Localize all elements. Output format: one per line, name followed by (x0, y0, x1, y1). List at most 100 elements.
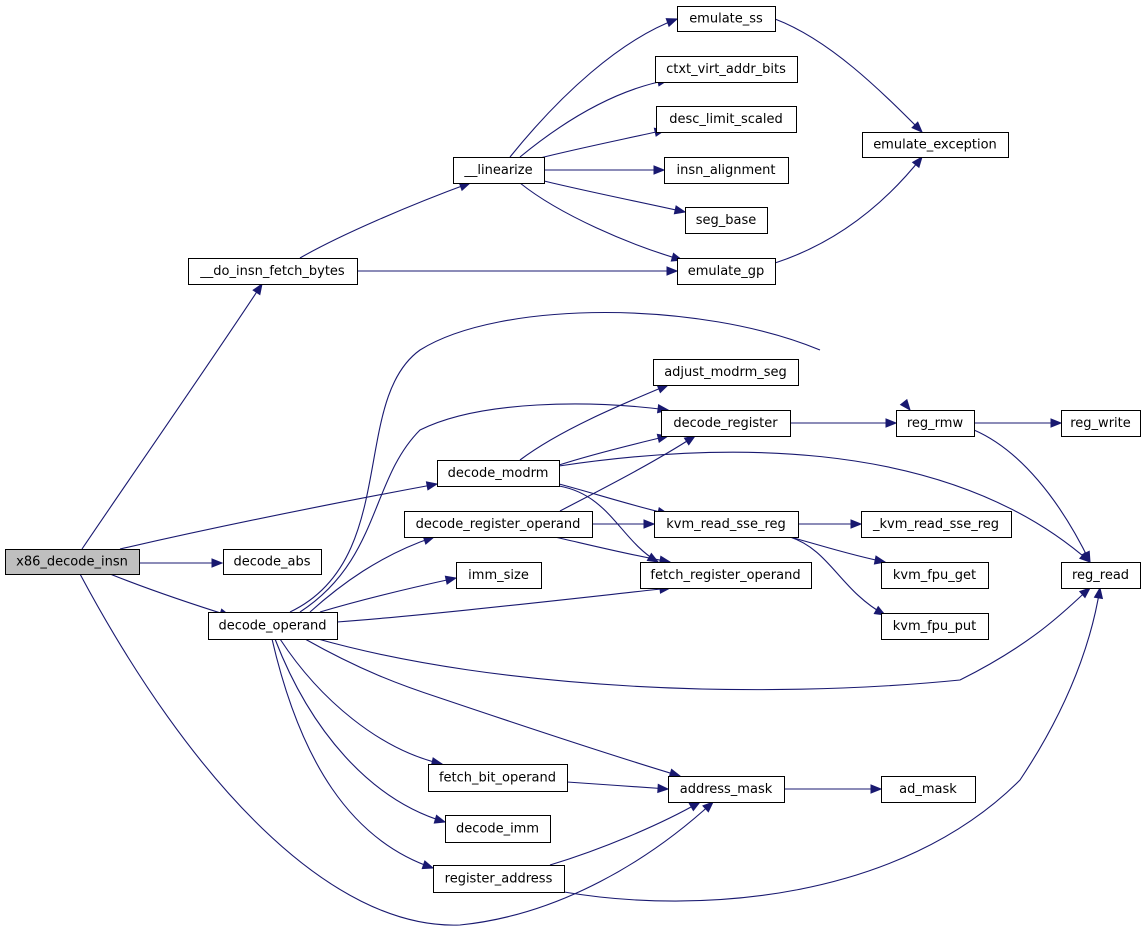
node-do-insn-fetch-bytes[interactable]: __do_insn_fetch_bytes (188, 258, 358, 285)
arrowhead (444, 575, 458, 585)
node-label: x86_decode_insn (16, 555, 128, 570)
edge-reg_rmw-to-reg_write (974, 418, 1063, 428)
edge-decode_operand-to-imm_size (319, 575, 458, 613)
edge-x86_decode_insn-to-decode_modrm (119, 481, 439, 550)
arrowhead (673, 205, 687, 215)
arrowhead (688, 801, 702, 812)
node-emulate-gp[interactable]: emulate_gp (677, 258, 776, 285)
node-emulate-ss[interactable]: emulate_ss (677, 6, 776, 32)
node-label: imm_size (468, 568, 529, 583)
arrowhead (252, 282, 263, 296)
node-label: desc_limit_scaled (669, 112, 783, 127)
node-adjust-modrm-seg[interactable]: adjust_modrm_seg (653, 359, 799, 386)
node-linearize[interactable]: __linearize (453, 157, 545, 184)
node-label: reg_write (1070, 416, 1131, 431)
node-label: insn_alignment (676, 163, 775, 178)
edge-kvm_read_sse_reg-to-kvm_fpu_put (789, 536, 887, 616)
node-x86-decode-insn[interactable]: x86_decode_insn (5, 549, 140, 575)
node-decode-modrm[interactable]: decode_modrm (437, 460, 560, 487)
arrowhead (425, 481, 439, 491)
node-label: fetch_bit_operand (439, 771, 556, 786)
node-reg-rmw[interactable]: reg_rmw (896, 410, 975, 437)
node-desc-limit-scaled[interactable]: desc_limit_scaled (656, 106, 797, 133)
edge-reg_rmw-to-reg_read (973, 429, 1091, 564)
arrowhead (433, 814, 447, 824)
node-kvm-fpu-get[interactable]: kvm_fpu_get (881, 562, 989, 589)
arrowhead (668, 768, 682, 778)
node-reg-read[interactable]: reg_read (1061, 562, 1141, 589)
node-imm-size[interactable]: imm_size (456, 562, 542, 589)
arrowhead (899, 398, 911, 412)
arrowhead (911, 121, 923, 133)
node-label: kvm_fpu_get (893, 568, 976, 583)
node-address-mask[interactable]: address_mask (668, 776, 785, 803)
arrowhead (873, 605, 887, 616)
node-emulate-exception[interactable]: emulate_exception (862, 132, 1009, 158)
edge-__do_insn_fetch_bytes-to-emulate_gp (356, 266, 679, 276)
node-label: decode_register (673, 416, 778, 431)
arrowhead (1078, 587, 1092, 599)
node-reg-write[interactable]: reg_write (1061, 410, 1141, 437)
node-kvm-fpu-put[interactable]: kvm_fpu_put (881, 613, 989, 640)
edge-kvm_read_sse_reg-to-kvm_fpu_get (789, 536, 887, 565)
node-label: reg_rmw (907, 416, 964, 431)
edge-decode_operand-to-reg_rmw (289, 312, 911, 613)
node-seg-base[interactable]: seg_base (685, 207, 768, 234)
edge-decode_operand-to-fetch_bit_operand (279, 638, 444, 767)
node-label: decode_imm (456, 822, 539, 837)
edge-decode_operand-to-fetch_register_operand (336, 584, 672, 623)
node-fetch-register-operand[interactable]: fetch_register_operand (640, 562, 812, 589)
node-insn-alignment[interactable]: insn_alignment (664, 157, 789, 184)
arrowhead (653, 165, 666, 175)
node-label: register_address (445, 872, 553, 887)
node-ad-mask[interactable]: ad_mask (881, 776, 976, 803)
node-label: decode_operand (218, 619, 326, 634)
edge-__linearize-to-emulate_ss (509, 18, 679, 158)
edge-x86_decode_insn-to-decode_operand (109, 573, 232, 618)
node-label: kvm_fpu_put (893, 619, 977, 634)
edge-decode_operand-to-reg_read (317, 587, 1092, 691)
node-label: decode_modrm (448, 466, 549, 481)
edge-address_mask-to-ad_mask (783, 784, 883, 794)
node-decode-operand[interactable]: decode_operand (208, 612, 338, 640)
edge-decode_operand-to-decode_imm (274, 638, 447, 824)
edge-decode_register_operand-to-decode_register (559, 435, 697, 512)
node-register-address[interactable]: register_address (433, 865, 565, 893)
node-label: decode_abs (233, 555, 310, 570)
edge-__linearize-to-seg_base (539, 179, 687, 215)
node-label: kvm_read_sse_reg (666, 517, 786, 532)
edge-__linearize-to-insn_alignment (544, 165, 666, 175)
arrowhead (656, 384, 670, 394)
edge-decode_operand-to-decode_register_operand (309, 535, 436, 613)
node-kvm-read-sse-reg[interactable]: _kvm_read_sse_reg (861, 511, 1012, 538)
edge-register_address-to-reg_read (563, 586, 1104, 902)
node-decode-imm[interactable]: decode_imm (445, 815, 551, 843)
node-label: seg_base (696, 213, 757, 228)
edge-decode_modrm-to-fetch_register_operand (558, 485, 660, 563)
arrowhead (1093, 586, 1104, 600)
arrowhead (1050, 418, 1063, 428)
edge-decode_modrm-to-kvm_read_sse_reg (558, 483, 670, 517)
node-decode-abs[interactable]: decode_abs (223, 549, 322, 575)
node-kvm-read-sse-reg[interactable]: kvm_read_sse_reg (654, 511, 799, 538)
arrowhead (211, 558, 224, 568)
node-label: __linearize (463, 163, 532, 178)
node-label: emulate_gp (688, 264, 765, 279)
node-label: ctxt_virt_addr_bits (666, 62, 786, 77)
edge-decode_modrm-to-adjust_modrm_seg (519, 384, 670, 461)
node-label: decode_register_operand (416, 517, 581, 532)
edge-emulate_ss-to-emulate_exception (774, 18, 923, 133)
edge-x86_decode_insn-to-address_mask (79, 573, 714, 926)
edge-decode_operand-to-address_mask (304, 638, 682, 778)
edge-kvm_read_sse_reg-to-_kvm_read_sse_reg (798, 519, 863, 529)
node-decode-register[interactable]: decode_register (661, 410, 791, 437)
node-fetch-bit-operand[interactable]: fetch_bit_operand (428, 764, 568, 792)
arrowhead (683, 435, 697, 446)
edge-__do_insn_fetch_bytes-to-__linearize (299, 182, 472, 259)
nodes-layer: x86_decode_insn __do_insn_fetch_bytes __li… (5, 6, 1141, 893)
edge-decode_modrm-to-decode_register (558, 433, 670, 466)
edge-decode_register_operand-to-kvm_read_sse_reg (592, 519, 656, 529)
node-ctxt-virt-addr-bits[interactable]: ctxt_virt_addr_bits (655, 56, 798, 83)
node-decode-register-operand[interactable]: decode_register_operand (404, 511, 593, 538)
